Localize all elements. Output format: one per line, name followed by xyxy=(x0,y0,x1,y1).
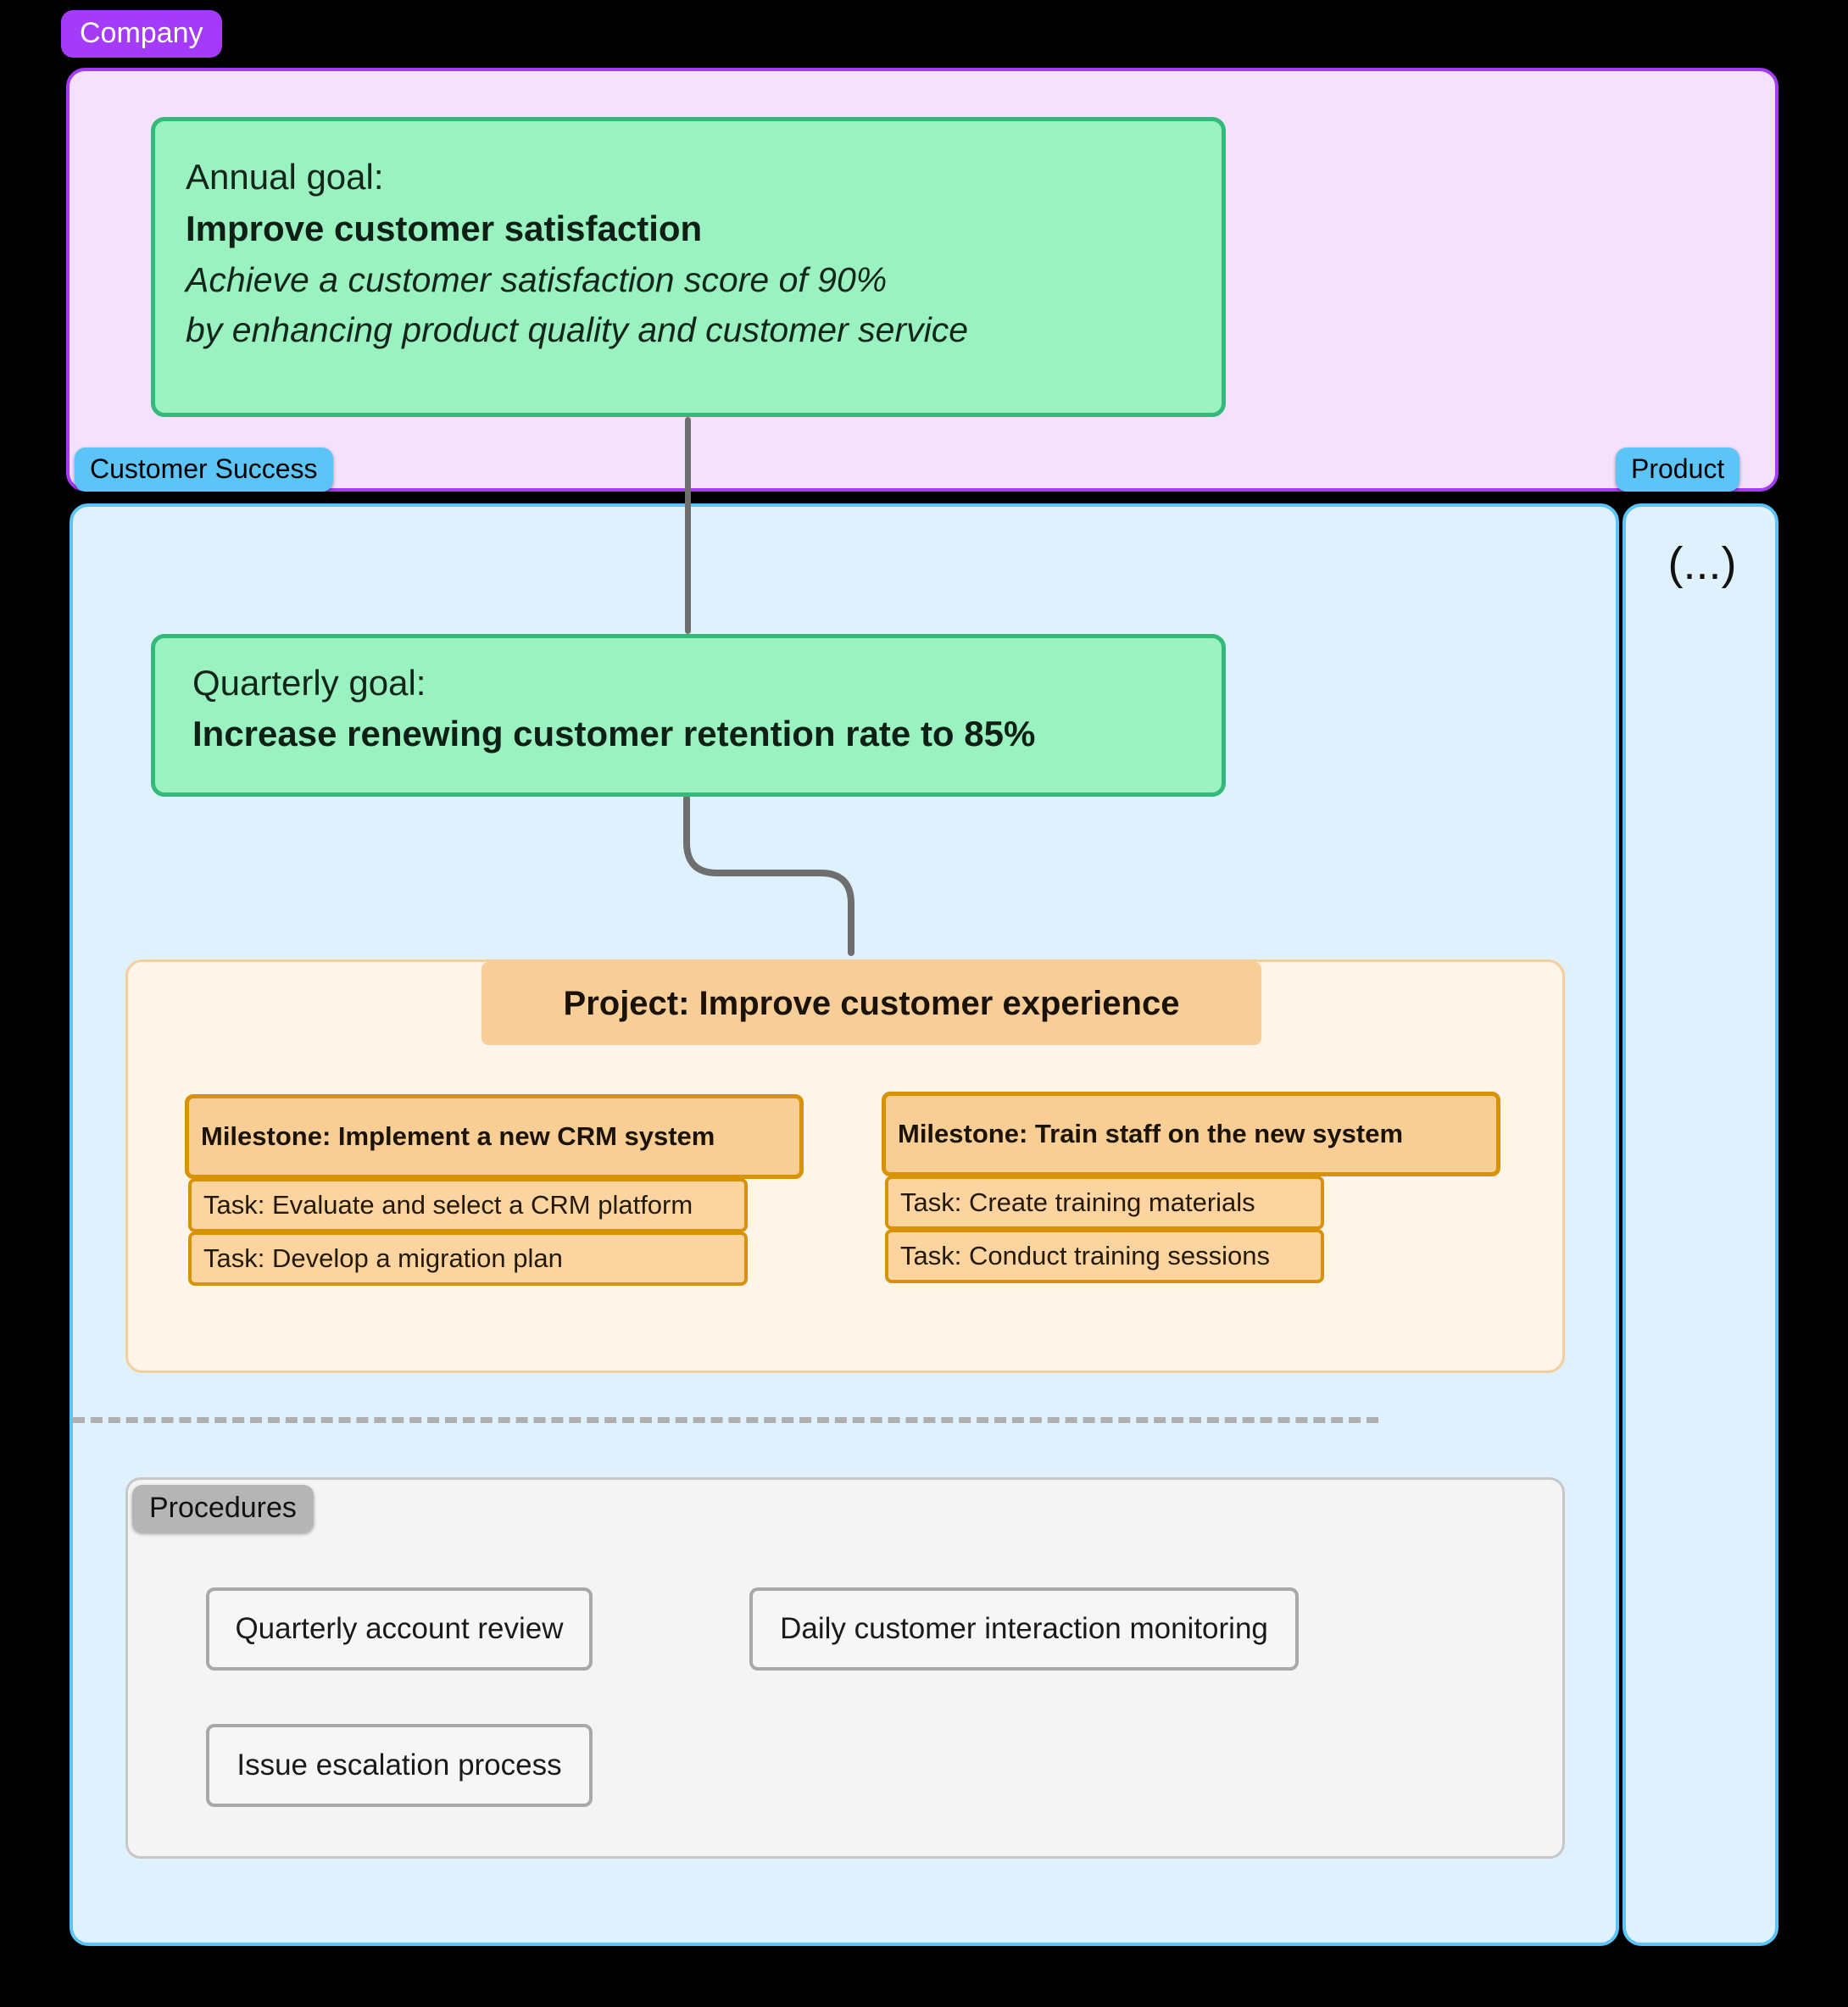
project-header-label: Project: Improve customer experience xyxy=(563,984,1180,1022)
quarterly-goal-title: Increase renewing customer retention rat… xyxy=(192,713,1036,753)
procedure-label: Quarterly account review xyxy=(235,1612,564,1645)
task-card[interactable]: Task: Conduct training sessions xyxy=(885,1229,1324,1283)
connector-quarterly-to-project xyxy=(683,795,854,956)
procedures-badge[interactable]: Procedures xyxy=(132,1485,314,1532)
annual-goal-description-line-1: Achieve a customer satisfaction score of… xyxy=(186,259,888,299)
task-card[interactable]: Task: Create training materials xyxy=(885,1176,1324,1230)
milestone-card[interactable]: Milestone: Train staff on the new system xyxy=(882,1092,1500,1176)
task-label: Task: Conduct training sessions xyxy=(900,1241,1270,1270)
task-label: Task: Evaluate and select a CRM platform xyxy=(203,1190,693,1220)
milestone-label: Milestone: Train staff on the new system xyxy=(898,1119,1404,1148)
product-panel xyxy=(1623,503,1778,1946)
annual-goal-card[interactable]: Annual goal: Improve customer satisfacti… xyxy=(151,117,1226,417)
milestone-card[interactable]: Milestone: Implement a new CRM system xyxy=(185,1094,804,1179)
company-badge[interactable]: Company xyxy=(61,10,222,58)
procedure-card[interactable]: Daily customer interaction monitoring xyxy=(749,1587,1299,1671)
task-card[interactable]: Task: Evaluate and select a CRM platform xyxy=(188,1178,748,1232)
procedure-card[interactable]: Issue escalation process xyxy=(206,1724,593,1807)
product-badge[interactable]: Product xyxy=(1616,448,1740,492)
task-card[interactable]: Task: Develop a migration plan xyxy=(188,1231,748,1286)
project-header[interactable]: Project: Improve customer experience xyxy=(481,962,1261,1045)
customer-success-badge[interactable]: Customer Success xyxy=(75,448,333,492)
procedure-label: Daily customer interaction monitoring xyxy=(780,1612,1268,1645)
procedure-label: Issue escalation process xyxy=(237,1748,562,1782)
annual-goal-description-line-2: by enhancing product quality and custome… xyxy=(186,310,969,350)
procedure-card[interactable]: Quarterly account review xyxy=(206,1587,593,1671)
annual-goal-label: Annual goal: xyxy=(186,157,384,197)
connector-annual-to-quarterly xyxy=(685,417,691,634)
product-collapsed-indicator[interactable]: (...) xyxy=(1667,538,1737,589)
quarterly-goal-label: Quarterly goal: xyxy=(192,663,426,703)
task-label: Task: Develop a migration plan xyxy=(203,1243,563,1273)
task-label: Task: Create training materials xyxy=(900,1187,1255,1217)
section-divider xyxy=(73,1417,1378,1423)
milestone-label: Milestone: Implement a new CRM system xyxy=(201,1121,715,1151)
annual-goal-title: Improve customer satisfaction xyxy=(186,208,703,248)
quarterly-goal-card[interactable]: Quarterly goal: Increase renewing custom… xyxy=(151,634,1226,797)
